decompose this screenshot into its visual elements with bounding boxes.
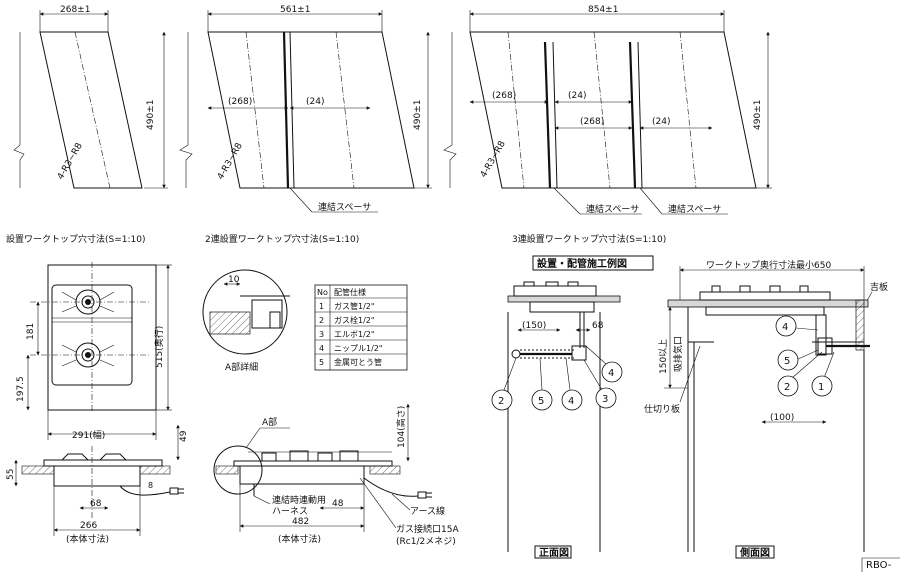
example-balloon-4: 4 (568, 396, 574, 407)
side-balloon-1: 1 (818, 382, 824, 393)
a-detail: 10 A部詳細 (202, 269, 290, 373)
triple-spacer-2: 連結スペーサ (668, 203, 721, 215)
example-balloon-2: 2 (498, 396, 504, 407)
double-width: 561±1 (280, 5, 310, 15)
table-row-no: 2 (319, 316, 324, 325)
single-caption: 設置ワークトップ穴寸法(S=1:10) (6, 233, 146, 245)
double-corner: 4-R3~R8 (216, 141, 245, 181)
table-row-spec: 金属可とう管 (334, 357, 382, 367)
side-balloon-5: 5 (784, 356, 790, 367)
side-body-dim: (本体寸法) (278, 533, 321, 545)
side-depth-top: ワークトップ奥行寸法最小650 (706, 259, 831, 271)
unit-plan-view: 181 197.5 515(奥行) 291(幅) (16, 262, 172, 441)
example-balloon-3: 3 (602, 394, 608, 405)
side-backboard: 吉板 (870, 281, 888, 293)
triple-caption: 3連設置ワークトップ穴寸法(S=1:10) (512, 233, 666, 245)
single-width: 268±1 (60, 5, 90, 15)
side-gas-2: (Rc1/2メネジ) (396, 536, 456, 547)
table-row-no: 3 (319, 330, 324, 339)
side-d482: 482 (292, 517, 309, 527)
side-harness-1: 連結時連動用 (272, 494, 326, 506)
plan-d291: 291(幅) (72, 429, 105, 441)
triple-w1: (268) (492, 91, 516, 101)
plan-d197: 197.5 (16, 376, 26, 402)
side-partition: 仕切り板 (644, 403, 680, 415)
example-balloon-4b: 4 (608, 368, 614, 379)
triple-w2: (24) (568, 91, 586, 101)
detail-d10: 10 (228, 275, 240, 285)
single-depth: 490±1 (146, 100, 156, 130)
double-w2: (24) (306, 97, 324, 107)
double-spacer: 連結スペーサ (318, 201, 371, 213)
side-gas-1: ガス接続口15A (396, 523, 459, 535)
plan-d181: 181 (26, 323, 36, 340)
side-vent: 吸排気口 (672, 336, 684, 372)
table-row-spec: エルボ1/2" (334, 330, 375, 339)
triple-cutout: 854±1 (268) (24) (268) (24) 490±1 4-R3~R… (443, 5, 772, 245)
front-body-dim: (本体寸法) (66, 533, 109, 545)
single-cutout: 268±1 490±1 4-R3~R8 設置ワークトップ穴寸法(S=1:10) (6, 5, 168, 245)
table-row-spec: ガス管1/2" (334, 301, 375, 311)
side-part-a: A部 (262, 416, 277, 428)
triple-spacer-1: 連結スペーサ (586, 203, 639, 215)
table-header-spec: 配管仕様 (334, 287, 366, 297)
double-caption: 2連設置ワークトップ穴寸法(S=1:10) (205, 233, 359, 245)
side-balloon-4: 4 (782, 322, 788, 333)
front-d266: 266 (80, 521, 97, 531)
triple-width: 854±1 (588, 5, 618, 15)
side-earth: アース線 (410, 505, 445, 517)
side-view-label: 側面図 (739, 546, 770, 559)
example-d68: 68 (592, 321, 604, 331)
front-d55: 55 (6, 469, 16, 480)
table-row-no: 4 (319, 344, 324, 353)
double-depth: 490±1 (413, 100, 423, 130)
example-d150: (150) (522, 321, 546, 331)
drawing-code: RBO- (866, 560, 892, 571)
triple-w3: (268) (580, 117, 604, 127)
front-d49: 49 (179, 430, 189, 442)
example-title: 設置・配管施工例図 (537, 257, 627, 270)
detail-label: A部詳細 (225, 361, 258, 373)
side-harness-2: ハーネス (272, 506, 308, 517)
unit-front-view: 49 55 68 8 266 (本体寸法) (6, 424, 189, 545)
front-d8: 8 (148, 481, 153, 490)
single-corner: 4-R3~R8 (56, 141, 85, 181)
table-header-no: No (317, 288, 328, 297)
unit-side-view: A部 104(高さ) 連結時連動用 ハーネス 48 482 (本体寸法) アース… (213, 403, 459, 547)
double-cutout: 561±1 (268) (24) 490±1 4-R3~R8 連結スペーサ 2連… (179, 5, 432, 245)
triple-w4: (24) (652, 117, 670, 127)
side-balloon-2: 2 (784, 382, 790, 393)
table-row-no: 5 (319, 358, 324, 367)
side-d100: (100) (770, 413, 794, 423)
plan-d515: 515(奥行) (153, 326, 165, 368)
side-d104: 104(高さ) (395, 406, 407, 448)
table-row-spec: ニップル1/2" (334, 344, 383, 353)
example-balloon-5: 5 (538, 396, 544, 407)
front-d68: 68 (90, 499, 102, 509)
table-row-spec: ガス栓1/2" (334, 315, 375, 325)
installation-example-side: ワークトップ奥行寸法最小650 吉板 150以上 吸排気口 仕切り板 (100)… (644, 259, 888, 559)
double-w1: (268) (228, 97, 252, 107)
table-row-no: 1 (319, 302, 324, 311)
front-view-label: 正面図 (539, 547, 569, 559)
pipe-table: No 配管仕様 1 ガス管1/2" 2 ガス栓1/2" 3 エルボ1/2" 4 … (314, 284, 408, 371)
side-d150: 150以上 (658, 339, 669, 374)
installation-example-front: 設置・配管施工例図 (150) 68 2 5 4 3 4 正面図 (491, 255, 654, 559)
side-d48: 48 (332, 499, 344, 509)
triple-depth: 490±1 (753, 100, 763, 130)
